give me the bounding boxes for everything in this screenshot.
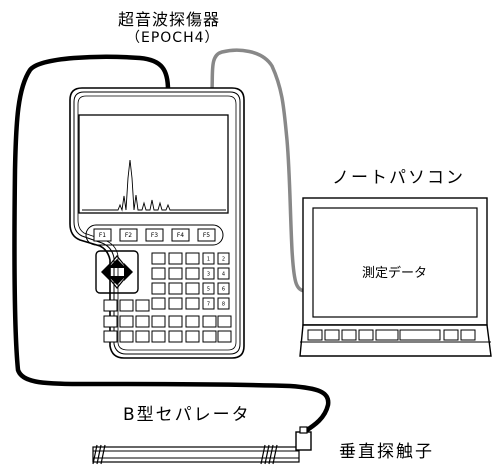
keypad-key[interactable]: [185, 252, 200, 265]
keypad-key[interactable]: [185, 282, 200, 295]
keypad-key[interactable]: [185, 330, 200, 343]
laptop-key: [399, 329, 441, 341]
keypad-key[interactable]: [135, 330, 150, 343]
numpad-key-3[interactable]: 3: [202, 267, 215, 280]
waveform-trace: [82, 159, 226, 212]
laptop-key: [324, 329, 340, 341]
keypad-key[interactable]: [119, 315, 134, 328]
laptop-label: ノートパソコン: [332, 168, 465, 188]
function-key-f2[interactable]: F2: [119, 228, 138, 242]
device-display: [78, 114, 229, 214]
function-key-f4[interactable]: F4: [171, 228, 190, 242]
probe-label: 垂直探触子: [339, 442, 434, 462]
laptop-key: [443, 329, 459, 341]
keypad-key[interactable]: [185, 297, 200, 310]
laptop-key: [358, 329, 374, 341]
svg-text:F1: F1: [99, 232, 106, 239]
laptop: [299, 197, 492, 357]
laptop-key: [341, 329, 357, 341]
function-key-f3[interactable]: F3: [145, 228, 164, 242]
keypad-key[interactable]: [151, 252, 166, 265]
separator-break-mark: [260, 444, 266, 465]
svg-text:F2: F2: [125, 232, 132, 239]
function-key-f1[interactable]: F1: [93, 228, 112, 242]
keypad-key[interactable]: [168, 267, 183, 280]
separator-break-mark: [96, 444, 102, 465]
probe: [295, 426, 312, 451]
svg-text:5: 5: [207, 287, 210, 293]
separator-break-mark: [92, 444, 98, 465]
numpad-key-7[interactable]: 7: [202, 297, 215, 310]
probe-cable: [12, 54, 331, 435]
separator-break-mark: [268, 444, 274, 465]
keypad-key[interactable]: [151, 267, 166, 280]
keypad-key[interactable]: [202, 315, 217, 328]
svg-text:F3: F3: [151, 232, 158, 239]
laptop-screen: [312, 207, 478, 318]
keypad-key[interactable]: [151, 315, 166, 328]
svg-text:3: 3: [207, 272, 210, 278]
device-model-label: （EPOCH4）: [126, 30, 220, 46]
keypad-key[interactable]: [185, 315, 200, 328]
keypad-key[interactable]: [103, 315, 118, 328]
svg-text:4: 4: [222, 272, 225, 278]
keypad-key[interactable]: [168, 297, 183, 310]
keypad-key[interactable]: [217, 315, 232, 328]
separator-break-mark: [272, 444, 278, 465]
keypad-key[interactable]: [151, 297, 166, 310]
keypad-key[interactable]: [103, 299, 118, 312]
svg-text:8: 8: [222, 302, 225, 308]
separator-break-mark: [100, 444, 106, 465]
keypad-key[interactable]: [168, 330, 183, 343]
dpad[interactable]: [95, 250, 139, 294]
keypad-key[interactable]: [119, 299, 134, 312]
numpad-key-5[interactable]: 5: [202, 282, 215, 295]
laptop-key: [375, 329, 399, 341]
keypad-key[interactable]: [185, 267, 200, 280]
svg-text:7: 7: [207, 302, 210, 308]
numpad-key-8[interactable]: 8: [217, 297, 230, 310]
svg-text:1: 1: [207, 257, 210, 263]
numpad-key-1[interactable]: 1: [202, 252, 215, 265]
numpad-key-6[interactable]: 6: [217, 282, 230, 295]
svg-text:6: 6: [222, 287, 225, 293]
keypad-key[interactable]: [151, 282, 166, 295]
keypad-key[interactable]: [202, 330, 217, 343]
keypad-key[interactable]: [103, 330, 118, 343]
separator-break-mark: [264, 444, 270, 465]
keypad-key[interactable]: [135, 299, 150, 312]
keypad-key[interactable]: [119, 330, 134, 343]
b-type-separator: [92, 444, 300, 465]
svg-text:F4: F4: [177, 232, 184, 239]
svg-text:F5: F5: [203, 232, 210, 239]
keypad-key[interactable]: [217, 330, 232, 343]
numpad-key-4[interactable]: 4: [217, 267, 230, 280]
function-key-f5[interactable]: F5: [197, 228, 216, 242]
keypad-key[interactable]: [168, 315, 183, 328]
svg-text:2: 2: [222, 257, 225, 263]
data-cable: [210, 48, 311, 293]
separator-label: B型セパレータ: [123, 405, 251, 425]
flaw-detector: F1 F2 F3 F4 F5 1 2 3 4 5 6 7 8: [69, 87, 245, 359]
keypad-key[interactable]: [135, 315, 150, 328]
laptop-key: [460, 329, 476, 341]
device-name-label: 超音波探傷器: [118, 10, 221, 29]
keypad-key[interactable]: [151, 330, 166, 343]
function-key-bar: [85, 224, 224, 246]
keypad-key[interactable]: [168, 282, 183, 295]
keypad-key[interactable]: [168, 252, 183, 265]
laptop-key: [307, 329, 323, 341]
numpad-key-2[interactable]: 2: [217, 252, 230, 265]
screen-text: 測定データ: [362, 266, 428, 281]
